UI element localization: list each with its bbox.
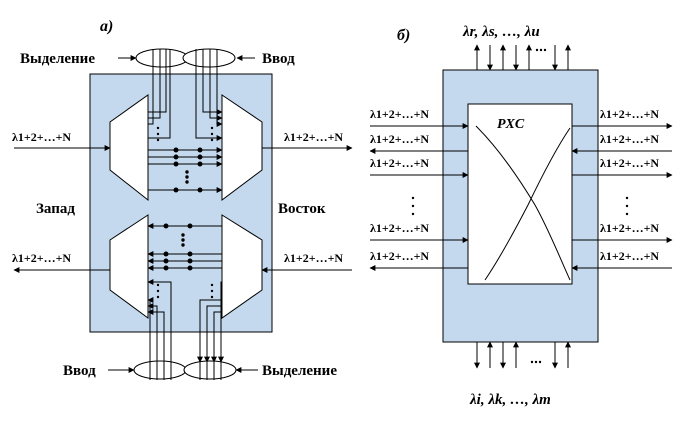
- demux-east-bottom: [221, 214, 263, 319]
- right-port-3-label: λ1+2+…+N: [600, 156, 659, 170]
- lambda-east-in: λ1+2+…+N: [284, 251, 343, 265]
- top-vertical-dots: [156, 126, 214, 142]
- bottom-lambdas-label: λi, λk, …, λm: [469, 392, 551, 408]
- right-port-arrows: [571, 123, 673, 271]
- right-port-4-label: λ1+2+…+N: [600, 221, 659, 235]
- demux-west-top: [109, 94, 149, 202]
- lambda-east-out: λ1+2+…+N: [284, 130, 343, 144]
- drop-group-top: [135, 48, 189, 68]
- bottom-vertical-dots: [156, 283, 214, 299]
- left-port-dots: [411, 196, 415, 216]
- lambda-west-in: λ1+2+…+N: [12, 130, 71, 144]
- east-label: Восток: [278, 201, 326, 217]
- left-port-1-label: λ1+2+…+N: [370, 107, 429, 121]
- right-port-dots: [625, 196, 629, 216]
- pxc-switch-box: [467, 103, 573, 285]
- add-top-label: Ввод: [262, 51, 295, 67]
- panel-a-label: а): [100, 18, 113, 35]
- through-channels-upper: [148, 147, 223, 193]
- drop-group-bottom: [183, 360, 237, 380]
- drop-bottom-label: Выделение: [262, 363, 337, 379]
- bottom-port-arrows: [474, 341, 571, 369]
- left-port-2-label: λ1+2+…+N: [370, 132, 429, 146]
- bottom-port-dots: [530, 360, 542, 364]
- add-group-top: [182, 48, 236, 68]
- right-port-5-label: λ1+2+…+N: [600, 249, 659, 263]
- add-bottom-label: Ввод: [63, 363, 96, 379]
- left-port-3-label: λ1+2+…+N: [370, 156, 429, 170]
- right-port-2-label: λ1+2+…+N: [600, 132, 659, 146]
- panel-b-label: б): [397, 27, 410, 44]
- left-port-5-label: λ1+2+…+N: [370, 249, 429, 263]
- cross-connect-curve-2: [484, 127, 571, 281]
- pxc-label: PXC: [497, 117, 525, 132]
- top-lambdas-label: λr, λs, …, λu: [462, 24, 540, 40]
- lambda-west-out: λ1+2+…+N: [12, 251, 71, 265]
- bottom-add-drop-lines: [147, 279, 224, 363]
- through-channels-lower: [147, 223, 222, 271]
- panel-b: б) PXC: [369, 24, 673, 408]
- add-group-bottom: [133, 360, 187, 380]
- drop-top-label: Выделение: [20, 51, 95, 67]
- left-port-4-label: λ1+2+…+N: [370, 221, 429, 235]
- cross-connect-curve-1: [475, 125, 571, 281]
- top-port-dots: [535, 48, 547, 52]
- mux-west-bottom: [109, 214, 149, 319]
- top-port-arrows: [474, 44, 571, 71]
- panel-a: а): [12, 18, 353, 380]
- west-label: Запад: [36, 201, 75, 217]
- top-drop-add-lines: [148, 53, 223, 141]
- ellipse-fiber-stubs: [149, 49, 222, 380]
- left-port-arrows: [369, 123, 469, 271]
- right-port-1-label: λ1+2+…+N: [600, 107, 659, 121]
